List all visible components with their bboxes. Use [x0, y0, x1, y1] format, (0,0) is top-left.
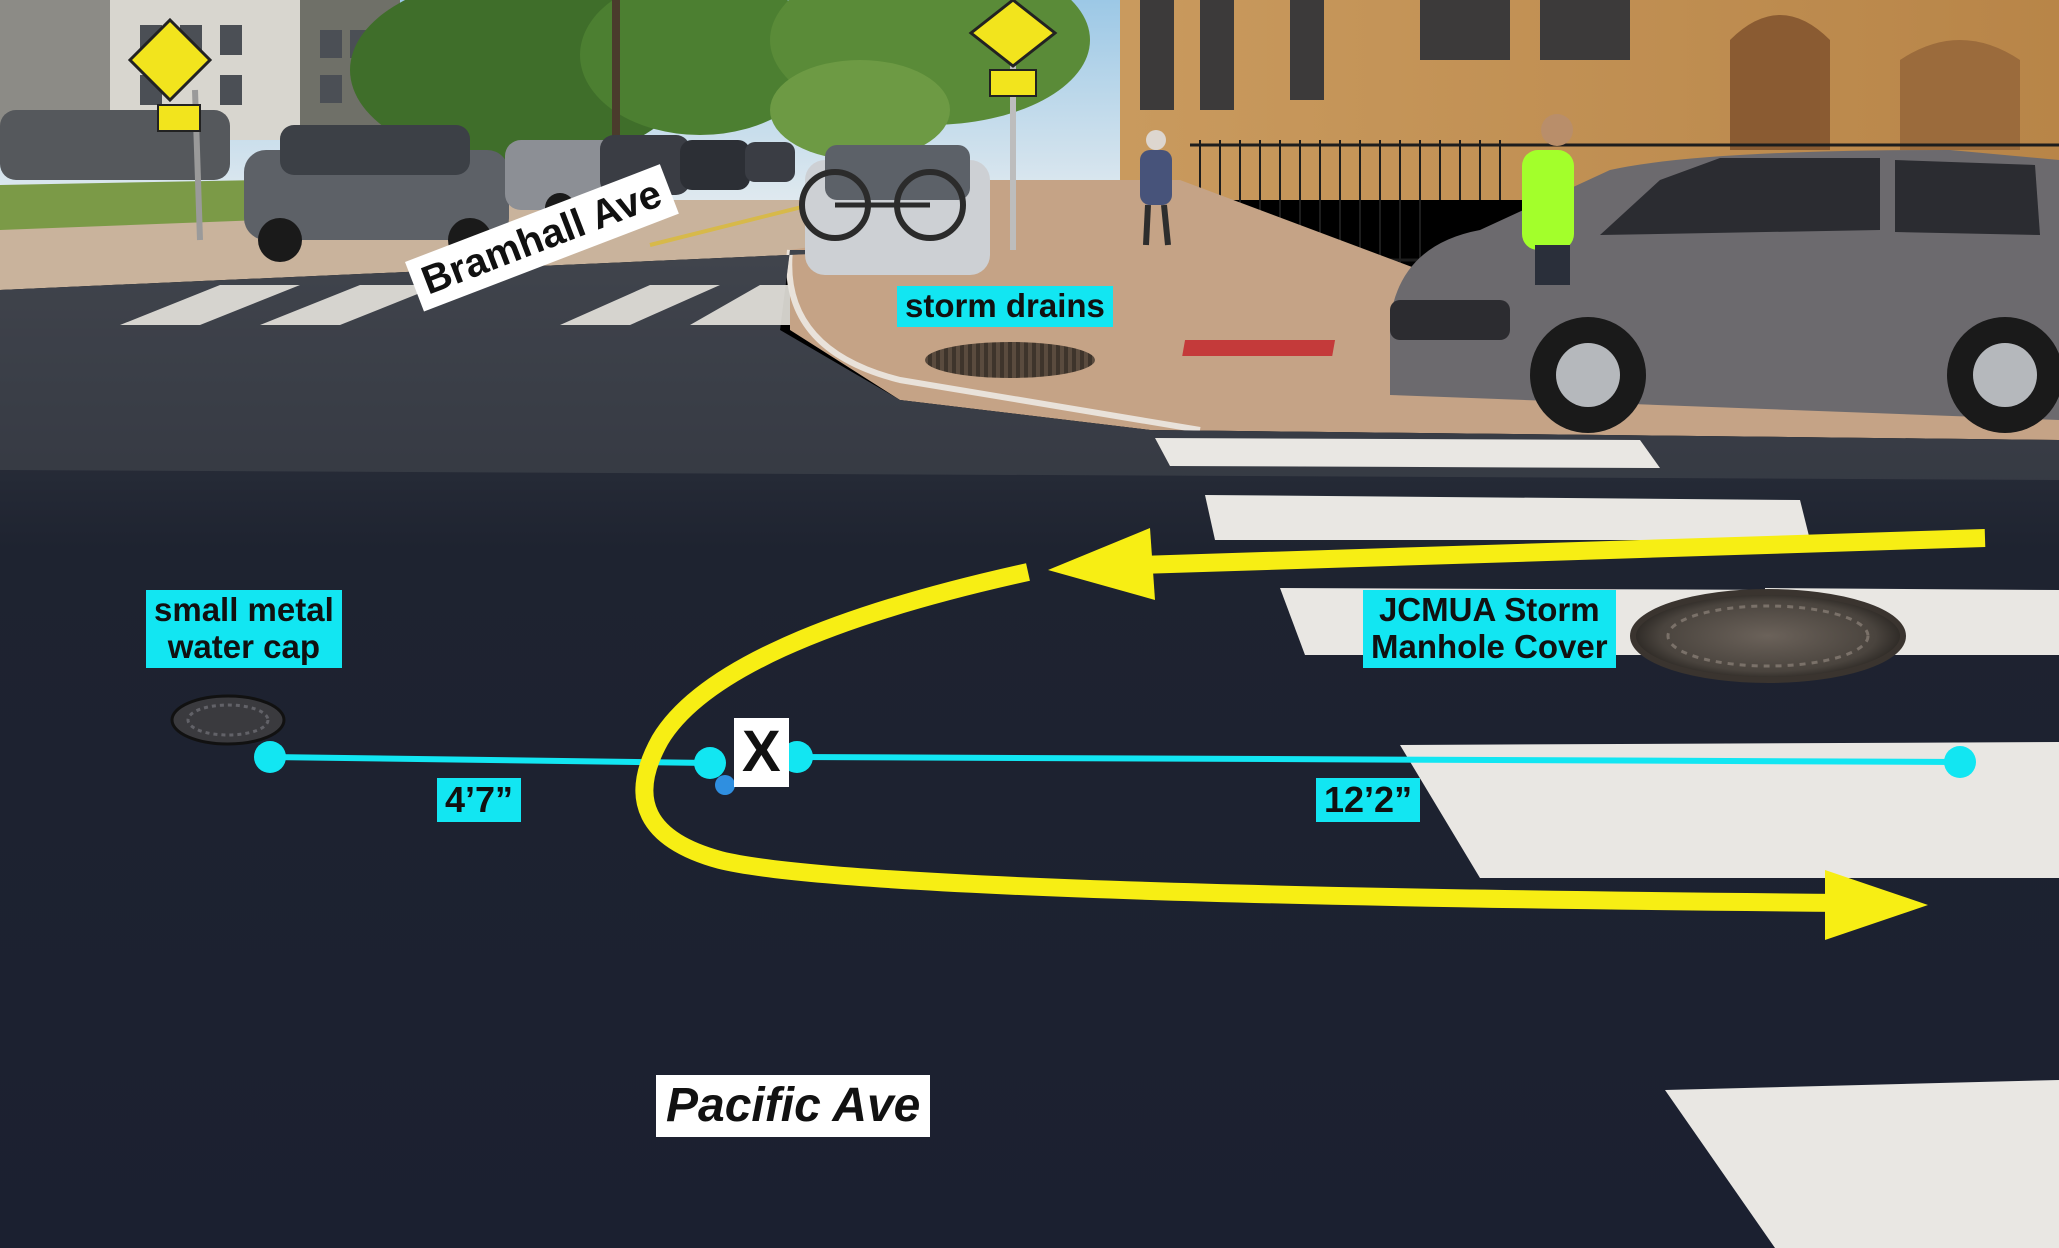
measurement-right: 12’2”: [1316, 778, 1421, 823]
callout-water-cap-line2: water cap: [167, 627, 320, 665]
callout-manhole-line1: JCMUA Storm: [1378, 591, 1600, 628]
storm-drain-grate: [925, 342, 1095, 378]
pedestrian-sign-left: [127, 17, 213, 241]
x-marker: X: [734, 718, 789, 787]
bramhall-crosswalk: [120, 285, 790, 325]
callout-water-cap: small metal water cap: [146, 590, 342, 668]
pedestrian-near-fence: [1522, 114, 1574, 285]
pedestrian-far: [1140, 130, 1172, 246]
suv-with-bikes: [799, 145, 990, 275]
yellow-u-turn-path: [635, 563, 1851, 912]
callout-manhole-cover: JCMUA Storm Manhole Cover: [1363, 590, 1616, 668]
measure-line-right: [794, 754, 1961, 765]
callout-manhole-line2: Manhole Cover: [1371, 627, 1608, 665]
yellow-arrow-inbound: [1139, 529, 1986, 574]
red-curb: [1182, 340, 1336, 356]
callout-storm-drains: storm drains: [897, 286, 1113, 327]
callout-water-cap-line1: small metal: [154, 591, 334, 628]
measure-point-x-right: [781, 741, 813, 773]
building-left: [0, 0, 110, 130]
arrow-head-left-icon: [1048, 528, 1155, 600]
pedestrian-sign-right: [968, 0, 1058, 250]
street-label-pacific: Pacific Ave: [656, 1075, 931, 1137]
measure-point-manhole: [1944, 746, 1976, 778]
pacific-crosswalk: [1155, 438, 2059, 1248]
measurement-left: 4’7”: [437, 778, 522, 823]
measure-point-water-cap: [254, 741, 286, 773]
measure-line-left: [269, 754, 711, 766]
arrow-head-right-icon: [1825, 870, 1928, 940]
measure-point-x-left: [694, 747, 726, 779]
